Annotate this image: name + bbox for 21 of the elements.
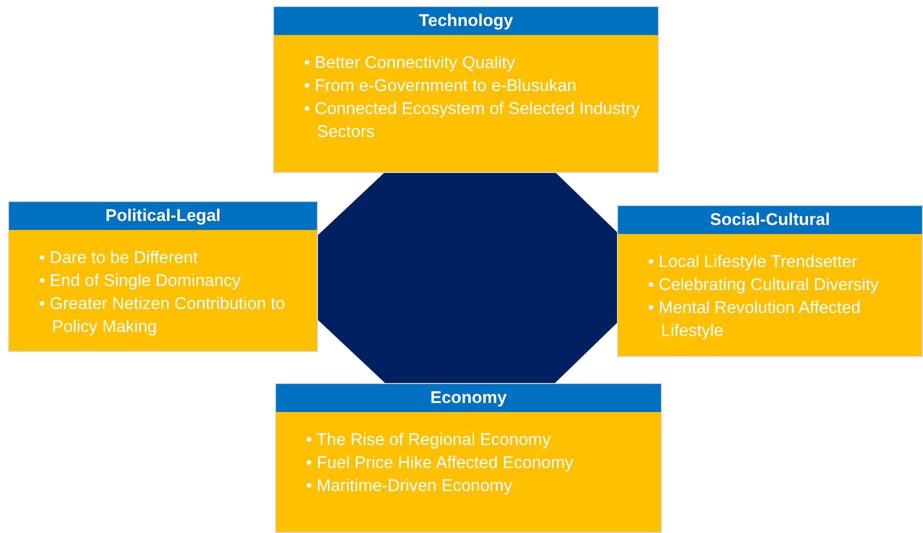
bullet-item: • Mental Revolution Affected Lifestyle bbox=[648, 297, 862, 342]
bullet-item: • Connected Ecosystem of Selected Industry Sectors bbox=[304, 98, 641, 143]
bullet-item: • Local Lifestyle Trendsetter bbox=[648, 251, 858, 273]
bullet-item: • The Rise of Regional Economy bbox=[306, 429, 552, 451]
bullet-item: • End of Single Dominancy bbox=[39, 270, 242, 292]
category-card bbox=[8, 201, 318, 352]
card-heading: Political-Legal bbox=[9, 202, 317, 230]
category-card bbox=[275, 383, 662, 533]
bullet-item: • Greater Netizen Contribution to Policy Making bbox=[39, 293, 286, 338]
bullet-item: • Maritime-Driven Economy bbox=[306, 475, 514, 497]
category-card bbox=[617, 205, 923, 357]
bullet-item: • Fuel Price Hike Affected Economy bbox=[306, 452, 574, 474]
bullet-item: • Better Connectivity Quality bbox=[304, 52, 516, 74]
bullet-item: • From e-Government to e-Blusukan bbox=[304, 75, 578, 97]
card-heading: Social-Cultural bbox=[618, 206, 922, 234]
card-heading: Economy bbox=[276, 384, 661, 412]
octagon-shape bbox=[318, 172, 620, 383]
category-card bbox=[273, 6, 659, 173]
card-heading: Technology bbox=[274, 7, 658, 35]
bullet-item: • Dare to be Different bbox=[39, 247, 199, 269]
bullet-item: • Celebrating Cultural Diversity bbox=[648, 274, 880, 296]
